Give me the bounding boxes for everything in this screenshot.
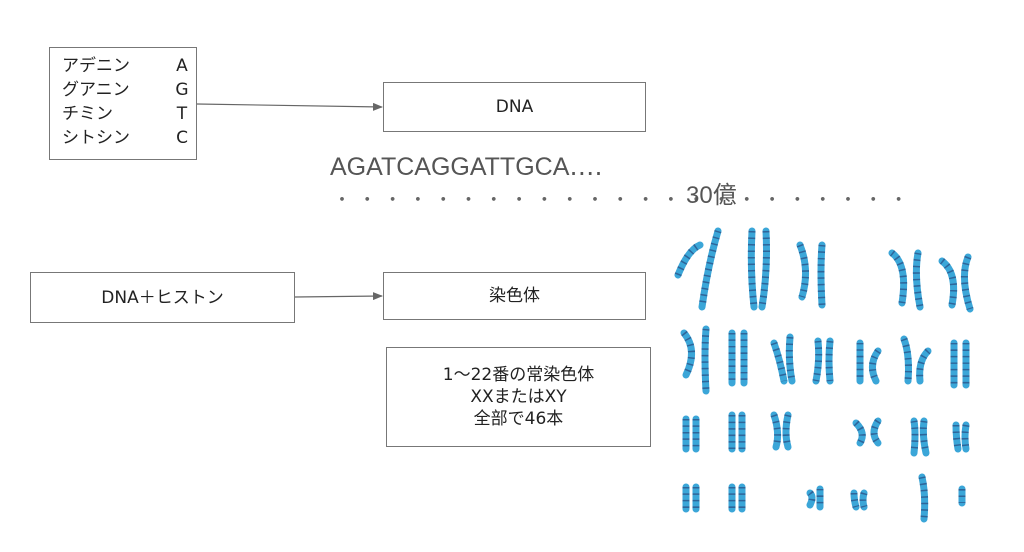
base-letter: C (176, 128, 188, 148)
chromosome-shape (870, 417, 882, 447)
chromosome-bands (859, 492, 868, 508)
base-pair-count: 30億 (686, 182, 737, 209)
chromosome-bands (681, 330, 695, 377)
chromosome-shape (910, 417, 919, 457)
chromosome-bands (910, 420, 919, 454)
base-letter: G (175, 80, 189, 100)
base-name: シトシン (62, 128, 130, 148)
chromosome-shape (961, 421, 970, 453)
base-name: グアニン (62, 80, 130, 100)
base-name: アデニン (62, 56, 130, 76)
dna-box: DNA (383, 82, 646, 132)
chromosome-shape (785, 333, 796, 385)
chromosome-shape (900, 335, 912, 385)
chromosome-label: 染色体 (489, 286, 540, 306)
chromosome-bands (796, 243, 809, 298)
base-row-guanine: グアニン G (62, 78, 196, 102)
chromosome-shape (770, 339, 788, 385)
chromosome-bands (939, 258, 958, 306)
chromosome-box: 染色体 (383, 272, 646, 320)
info-line-total: 全部で46本 (473, 409, 564, 429)
sequence-continuation: ・・・・・・・・・・・・・・・・・・・・・・・ (333, 190, 915, 211)
base-row-thymine: チミン T (62, 102, 196, 126)
karyotype-image (674, 227, 974, 523)
chromosome-shape (919, 417, 930, 457)
chromosome-bands (806, 490, 816, 507)
arrow-bases-to-dna (196, 102, 383, 111)
chromosome-shape (747, 227, 758, 311)
chromosome-shape (758, 227, 770, 311)
chromosome-shape (961, 253, 974, 313)
chromosome-bands (850, 492, 860, 508)
chromosome-bands (918, 476, 929, 520)
chromosome-info-box: 1〜22番の常染色体 XXまたはXY 全部で46本 (386, 347, 651, 447)
base-row-adenine: アデニン A (62, 54, 196, 78)
chromosome-shape (938, 257, 958, 309)
chromosome-shape (888, 249, 908, 307)
base-row-cytosine: シトシン C (62, 126, 196, 150)
chromosome-shape (912, 249, 924, 311)
chromosome-shape (770, 411, 782, 451)
chromosome-bands (853, 420, 866, 445)
chromosome-bands (698, 230, 722, 308)
chromosome-bands (758, 230, 770, 308)
chromosome-bands (812, 340, 823, 382)
dna-label: DNA (495, 97, 534, 117)
base-letter: A (176, 56, 188, 76)
info-line-autosomes: 1〜22番の常染色体 (442, 365, 595, 385)
chromosome-bands (825, 340, 834, 382)
chromosome-shape (782, 411, 792, 451)
chromosome-bands (747, 230, 758, 308)
chromosome-shape (869, 347, 882, 385)
chromosome-shape (817, 241, 826, 309)
info-line-sex-chromosomes: XXまたはXY (470, 387, 567, 407)
dna-sequence: AGATCAGGATTGCA‥‥ (330, 153, 603, 181)
base-name: チミン (62, 104, 113, 124)
arrow-histone-to-chromosome (294, 292, 383, 301)
chromosome-bands (916, 348, 931, 382)
chromosome-shape (701, 325, 710, 395)
chromosome-shape (952, 421, 962, 453)
dna-histone-box: DNA＋ヒストン (30, 272, 295, 323)
dna-histone-label: DNA＋ヒストン (101, 287, 224, 308)
base-letter: T (176, 104, 188, 124)
chromosome-shape (674, 241, 704, 279)
nucleobase-box: アデニン A グアニン G チミン T シトシン C (49, 47, 197, 160)
